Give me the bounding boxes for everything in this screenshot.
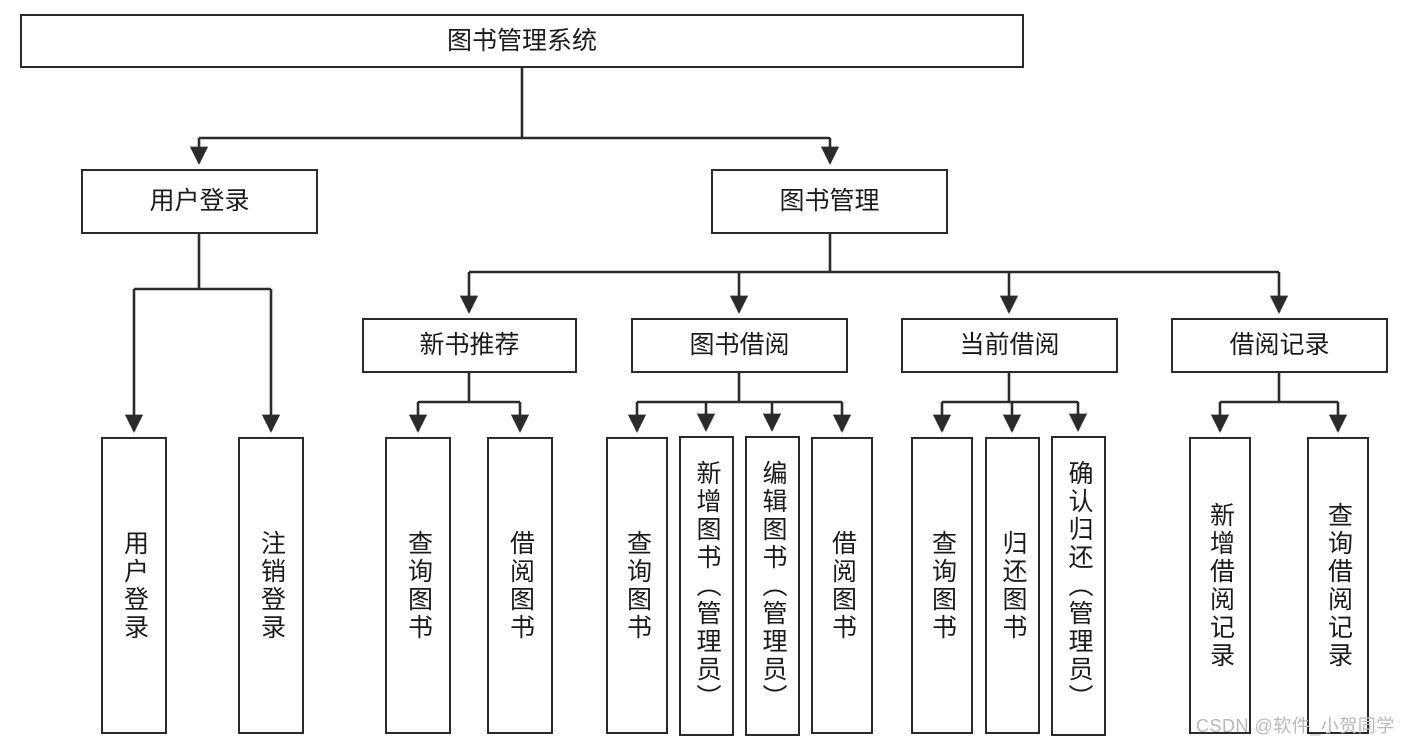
leaf-borrow-book-label: 借阅图书 bbox=[828, 529, 857, 642]
node-borrowing-record-label: 借阅记录 bbox=[1229, 331, 1330, 360]
node-book-management-label: 图书管理 bbox=[779, 187, 880, 216]
leaf-edit-book-admin[interactable]: 编辑图书（管理员） bbox=[745, 436, 800, 736]
leaf-confirm-return-admin[interactable]: 确认归还（管理员） bbox=[1051, 436, 1106, 736]
leaf-confirm-return-admin-label: 确认归还（管理员） bbox=[1065, 460, 1093, 712]
node-user-login-label: 用户登录 bbox=[149, 187, 250, 216]
leaf-borrow-book-rec[interactable]: 借阅图书 bbox=[487, 437, 553, 734]
leaf-query-book-current-label: 查询图书 bbox=[928, 529, 957, 642]
leaf-query-book-borrow-label: 查询图书 bbox=[623, 529, 652, 642]
leaf-return-book[interactable]: 归还图书 bbox=[985, 437, 1040, 734]
leaf-query-book-rec-label: 查询图书 bbox=[404, 529, 433, 642]
leaf-query-book-borrow[interactable]: 查询图书 bbox=[606, 437, 668, 734]
node-current-borrowing[interactable]: 当前借阅 bbox=[901, 318, 1118, 373]
leaf-borrow-book-rec-label: 借阅图书 bbox=[506, 529, 535, 642]
leaf-logout-label: 注销登录 bbox=[257, 529, 286, 642]
leaf-query-book-current[interactable]: 查询图书 bbox=[911, 437, 973, 734]
leaf-borrow-book[interactable]: 借阅图书 bbox=[811, 437, 873, 734]
node-book-borrowing-label: 图书借阅 bbox=[689, 331, 790, 360]
leaf-add-book-admin-label: 新增图书（管理员） bbox=[693, 460, 721, 712]
node-book-borrowing[interactable]: 图书借阅 bbox=[631, 318, 848, 373]
leaf-add-book-admin[interactable]: 新增图书（管理员） bbox=[679, 436, 734, 736]
leaf-add-borrow-record-label: 新增借阅记录 bbox=[1206, 501, 1235, 670]
leaf-user-login[interactable]: 用户登录 bbox=[101, 437, 167, 734]
node-book-management[interactable]: 图书管理 bbox=[711, 169, 948, 234]
node-new-book-recommendation-label: 新书推荐 bbox=[419, 331, 520, 360]
node-current-borrowing-label: 当前借阅 bbox=[959, 331, 1060, 360]
node-root-system-label: 图书管理系统 bbox=[446, 26, 597, 55]
node-user-login[interactable]: 用户登录 bbox=[81, 169, 318, 234]
leaf-user-login-label: 用户登录 bbox=[120, 529, 149, 642]
leaf-return-book-label: 归还图书 bbox=[999, 529, 1027, 642]
leaf-add-borrow-record[interactable]: 新增借阅记录 bbox=[1189, 437, 1251, 734]
leaf-logout[interactable]: 注销登录 bbox=[238, 437, 304, 734]
node-new-book-recommendation[interactable]: 新书推荐 bbox=[362, 318, 577, 373]
node-borrowing-record[interactable]: 借阅记录 bbox=[1171, 318, 1388, 373]
leaf-query-book-rec[interactable]: 查询图书 bbox=[385, 437, 451, 734]
leaf-edit-book-admin-label: 编辑图书（管理员） bbox=[759, 460, 787, 712]
leaf-query-borrow-record-label: 查询借阅记录 bbox=[1324, 501, 1353, 670]
node-root-system[interactable]: 图书管理系统 bbox=[20, 14, 1024, 68]
leaf-query-borrow-record[interactable]: 查询借阅记录 bbox=[1307, 437, 1369, 734]
csdn-watermark: CSDN @软件_小贺同学 bbox=[1196, 716, 1395, 736]
